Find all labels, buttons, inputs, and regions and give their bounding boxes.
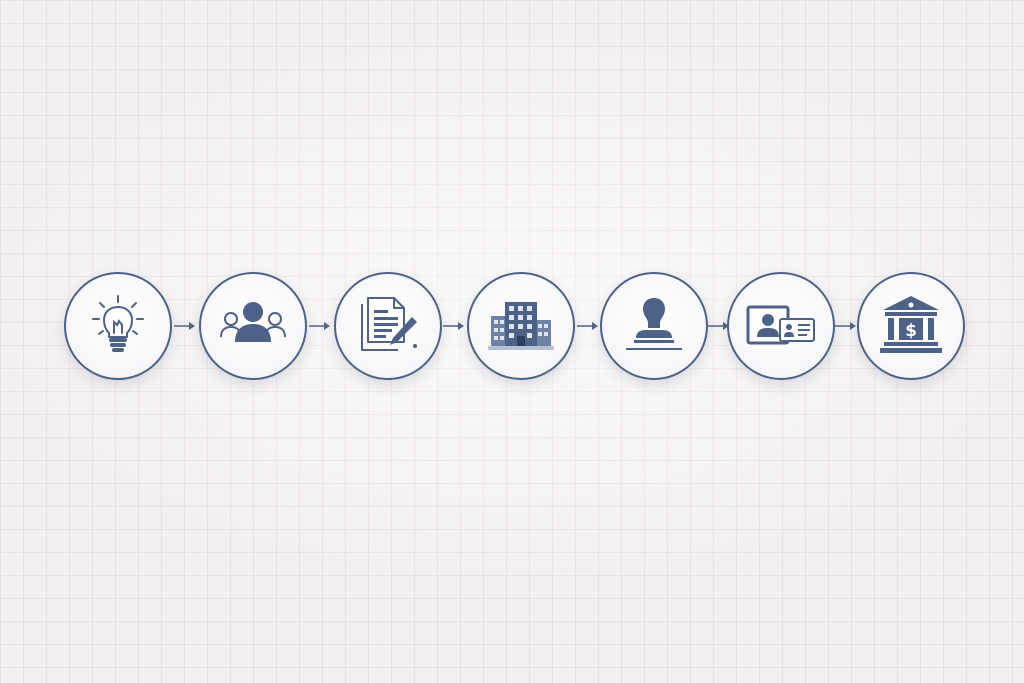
arrow-6-to-7 [835,322,856,330]
step-bank: $ [857,272,965,380]
bank-dollar-icon: $ [880,296,942,353]
rubber-stamp-icon [626,298,682,350]
arrow-5-to-6 [708,322,729,330]
document-pen-icon [361,297,417,351]
arrow-3-to-4 [443,322,464,330]
arrow-2-to-3 [309,322,330,330]
step-application [334,272,442,380]
step-idea [64,272,172,380]
step-team [199,272,307,380]
step-company [467,272,575,380]
lightbulb-icon [92,295,144,352]
arrow-4-to-5 [577,322,598,330]
office-buildings-icon [488,302,554,350]
id-cards-icon [746,305,815,345]
arrow-1-to-2 [174,322,195,330]
step-identity [727,272,835,380]
step-approval [600,272,708,380]
dollar-sign-glyph: $ [905,321,917,341]
people-group-icon [220,302,286,342]
